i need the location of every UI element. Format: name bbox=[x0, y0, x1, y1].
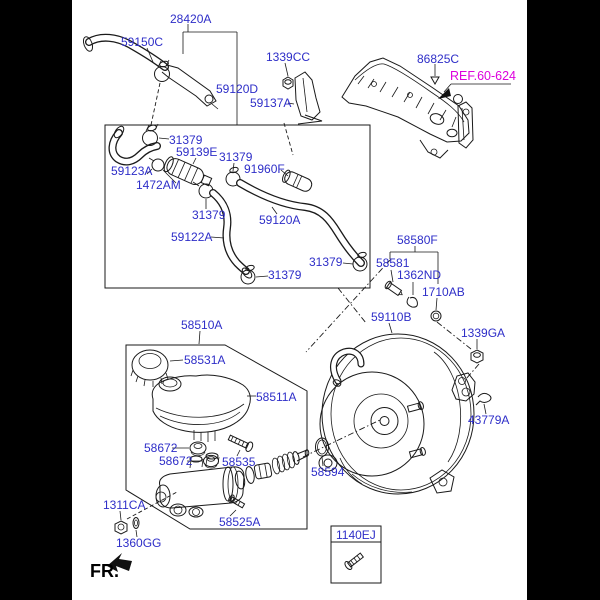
callout-58594: 58594 bbox=[311, 465, 345, 479]
hose-parts-box bbox=[104, 123, 371, 289]
callout-59120d: 59120D bbox=[216, 82, 259, 96]
callout-1710ab: 1710AB bbox=[422, 285, 465, 299]
callout-59110b: 59110B bbox=[371, 310, 412, 324]
callout-58535: 58535 bbox=[222, 455, 256, 469]
callout-59139e: 59139E bbox=[176, 145, 218, 159]
callout-59120a: 59120A bbox=[259, 213, 301, 227]
legend-box bbox=[330, 525, 382, 584]
front-direction-arrow bbox=[107, 553, 132, 572]
fork-pin-group bbox=[305, 246, 480, 380]
callout-58580f: 58580F bbox=[397, 233, 438, 247]
booster-oring bbox=[315, 437, 329, 467]
callout-43779a: 43779A bbox=[468, 413, 510, 427]
callout-59150c: 59150C bbox=[121, 35, 164, 49]
bracket-59137a-group bbox=[282, 62, 323, 156]
callout-28420a: 28420A bbox=[170, 12, 212, 26]
brake-booster bbox=[302, 322, 492, 495]
callout-59123a: 59123A bbox=[111, 164, 153, 178]
vacuum-hose-pipe-assembly bbox=[82, 24, 238, 126]
cowl-panel bbox=[341, 57, 511, 159]
callout-59137a: 59137A bbox=[250, 96, 292, 110]
letterbox-left bbox=[0, 0, 72, 600]
callout-1362nd: 1362ND bbox=[397, 268, 442, 282]
callout-31379-4: 31379 bbox=[309, 255, 343, 269]
callout-58672-1: 58672 bbox=[144, 441, 178, 455]
callout-86825c: 86825C bbox=[417, 52, 460, 66]
callout-1339ga: 1339GA bbox=[461, 326, 506, 340]
mounting-fasteners bbox=[114, 491, 178, 538]
callout-31379-3: 31379 bbox=[192, 208, 226, 222]
master-cylinder-box bbox=[125, 330, 310, 530]
callout-58511a: 58511A bbox=[256, 390, 297, 404]
callout-58581: 58581 bbox=[376, 256, 410, 270]
front-direction-label: FR. bbox=[90, 561, 119, 581]
callout-58525a: 58525A bbox=[219, 515, 261, 529]
callout-58510a: 58510A bbox=[181, 318, 223, 332]
callout-91960f: 91960F bbox=[244, 162, 285, 176]
callout-1472am: 1472AM bbox=[136, 178, 181, 192]
callout-58531a: 58531A bbox=[184, 353, 226, 367]
callout-31379-5: 31379 bbox=[268, 268, 302, 282]
ref-60-624-link[interactable]: REF.60-624 bbox=[450, 69, 517, 83]
callout-59122a: 59122A bbox=[171, 230, 213, 244]
callout-1311ca: 1311CA bbox=[103, 498, 146, 512]
letterbox-right bbox=[527, 0, 600, 600]
callout-31379-2: 31379 bbox=[219, 150, 253, 164]
callout-58672-2: 58672 bbox=[159, 454, 193, 468]
callout-1339cc: 1339CC bbox=[266, 50, 311, 64]
callout-31379-1: 31379 bbox=[169, 133, 203, 147]
callout-1140ej: 1140EJ bbox=[336, 528, 376, 542]
callout-1360gg: 1360GG bbox=[116, 536, 162, 550]
